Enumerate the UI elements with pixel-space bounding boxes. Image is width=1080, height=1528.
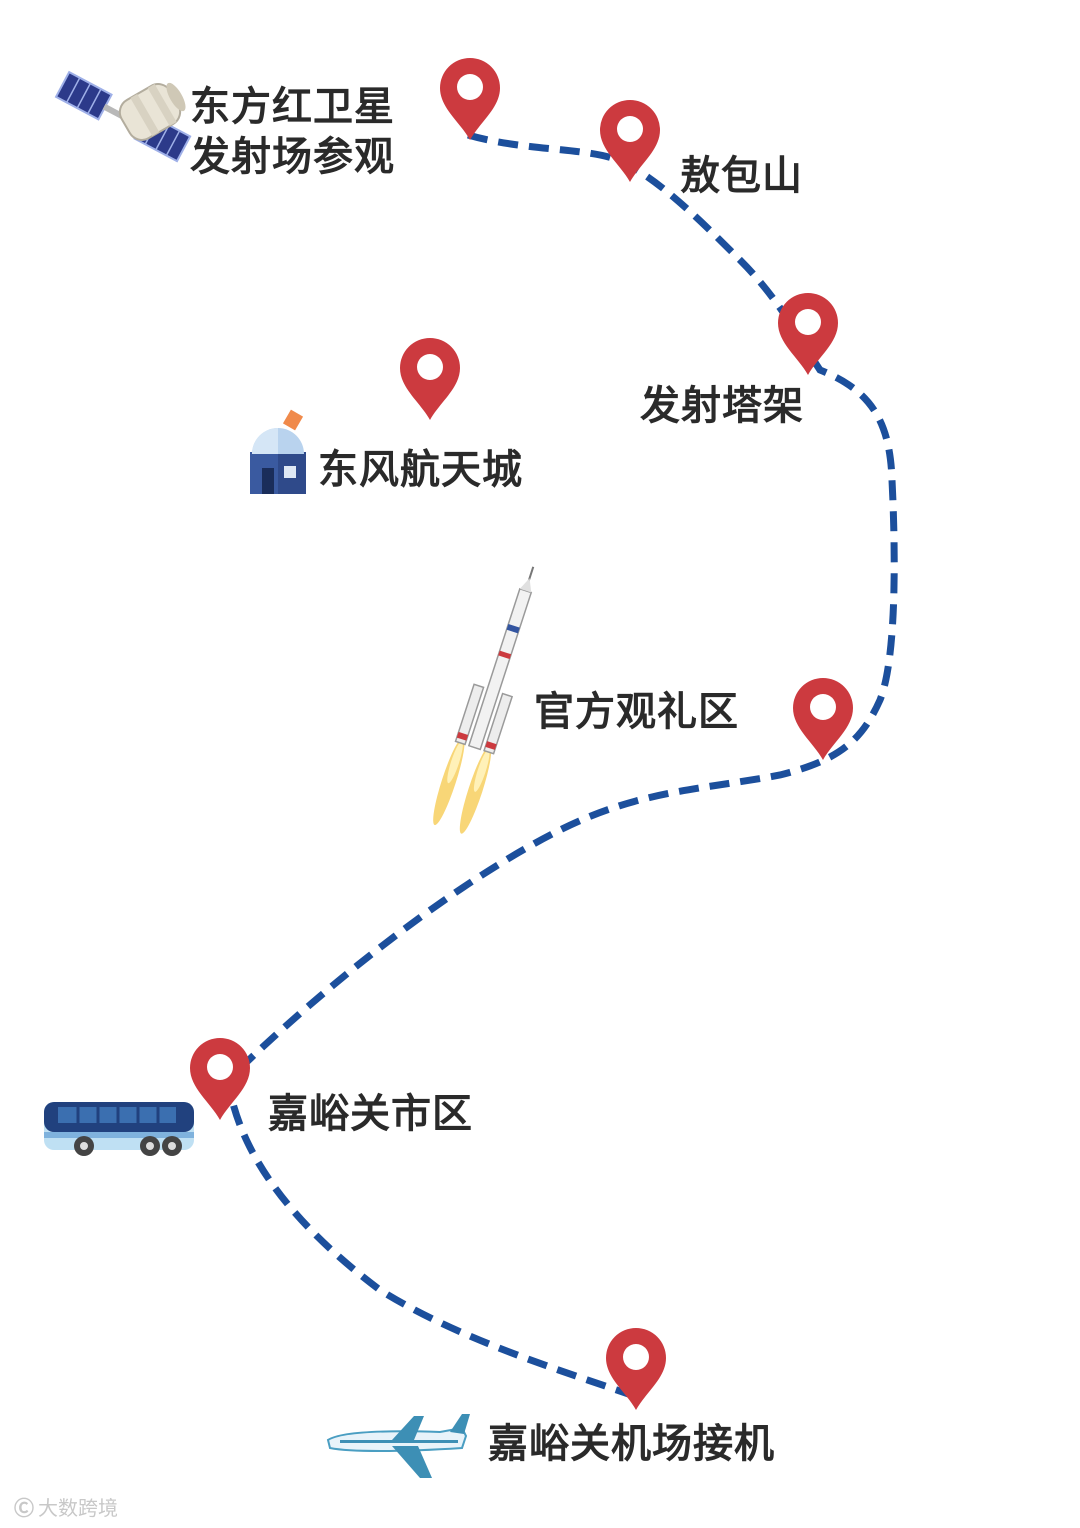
bus-icon [44, 1102, 194, 1156]
watermark-text: 大数跨境 [38, 1492, 118, 1521]
label-dongfeng: 东风航天城 [318, 444, 523, 496]
satellite-icon [56, 72, 192, 161]
label-aobao: 敖包山 [680, 150, 803, 202]
pin-aobao[interactable] [600, 100, 660, 182]
label-tower: 发射塔架 [640, 380, 804, 432]
watermark-logo-icon: Ⓒ [14, 1492, 32, 1521]
pin-dongfeng[interactable] [400, 338, 460, 420]
label-city: 嘉峪关市区 [268, 1088, 473, 1140]
pin-dongfanghong[interactable] [440, 58, 500, 140]
pin-tower[interactable] [778, 293, 838, 375]
watermark: Ⓒ 大数跨境 [14, 1492, 118, 1521]
label-airport: 嘉峪关机场接机 [488, 1418, 775, 1470]
airplane-icon [328, 1414, 470, 1478]
label-dongfanghong: 东方红卫星 发射场参观 [190, 82, 395, 182]
observatory-icon [250, 410, 306, 494]
label-guanli: 官方观礼区 [534, 686, 739, 738]
pin-airport[interactable] [606, 1328, 666, 1410]
pin-city[interactable] [190, 1038, 250, 1120]
